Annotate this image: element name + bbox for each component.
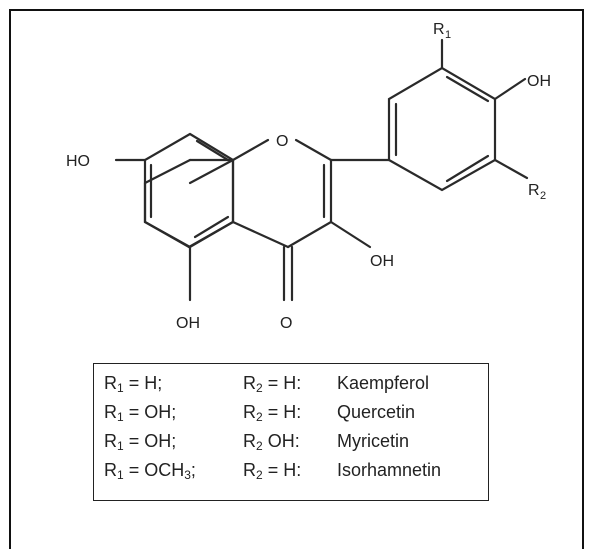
c4p-oh-bond: [493, 77, 527, 101]
substituent-legend: R1 = H; R2 = H: Kaempferol R1 = OH; R2 =…: [93, 363, 489, 501]
legend-r1: R1 = OH;: [104, 402, 177, 424]
ring-a: [143, 158, 235, 249]
r1-letter: R: [433, 21, 445, 38]
legend-compound: Isorhamnetin: [337, 460, 442, 480]
ho-label-c7: HO: [66, 153, 90, 170]
oh-label-c4prime: OH: [527, 73, 551, 90]
legend-compound: Quercetin: [337, 402, 416, 422]
r2-subscript: 2: [540, 190, 546, 202]
legend-r1: R1 = OH;: [104, 431, 177, 453]
r1-label: R 1: [433, 21, 451, 41]
legend-compound: Kaempferol: [337, 373, 430, 393]
carbonyl-bond: [282, 245, 294, 302]
legend-r2: R2 = H:: [243, 373, 302, 395]
ring-a-hexagon: [143, 132, 235, 249]
legend-r2: R2 = H:: [243, 402, 302, 424]
figure-frame: [9, 9, 584, 549]
ring-c: [231, 138, 333, 249]
ring-oxygen-label: O: [276, 133, 288, 150]
r2-bond: [493, 158, 529, 180]
r2-label: R 2: [528, 182, 546, 202]
legend-compound: Myricetin: [337, 431, 410, 451]
r1-subscript: 1: [445, 29, 451, 41]
ring-b: [387, 66, 497, 192]
legend-r2: R2 = H:: [243, 460, 302, 482]
r2-letter: R: [528, 182, 540, 199]
oh-label-c3: OH: [370, 253, 394, 270]
legend-r1: R1 = OCH3;: [104, 460, 196, 482]
legend-r2: R2 OH:: [243, 431, 300, 453]
legend-r1: R1 = H;: [104, 373, 163, 395]
carbonyl-oxygen-label: O: [280, 315, 292, 332]
c3-oh-bond: [329, 220, 372, 249]
flavonol-structure: HO O OH OH O OH R 1 R 2: [66, 21, 551, 332]
oh-label-c5: OH: [176, 315, 200, 332]
